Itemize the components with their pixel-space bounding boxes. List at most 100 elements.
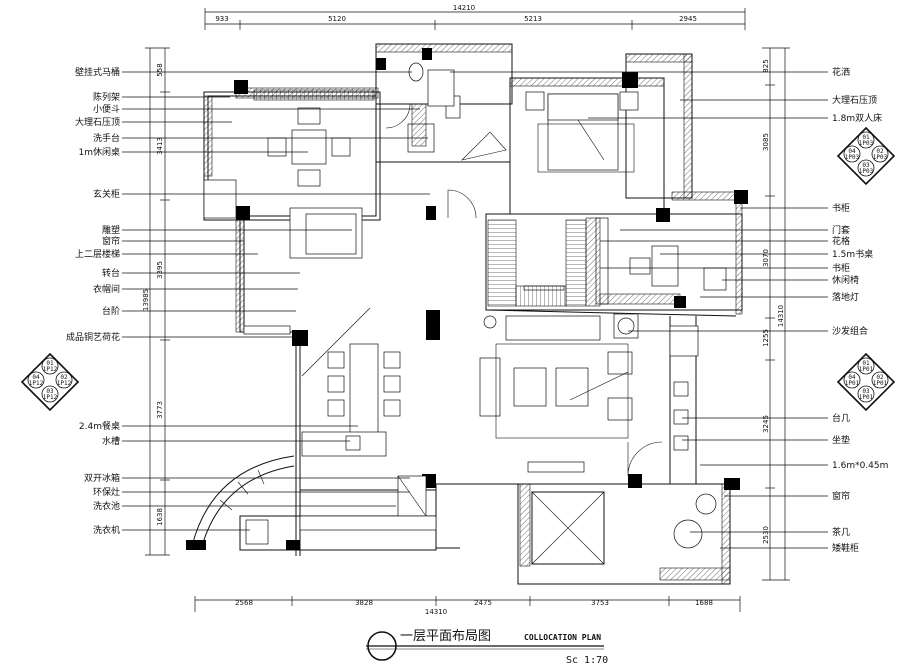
left-dimensions: 558 3413 3395 3773 1638 13985 [142,47,170,556]
dim-left-0: 558 [156,63,164,76]
left-label: 玄关柜 [93,188,120,200]
index-rt-02: 02 [876,148,884,155]
right-label: 窗帘 [832,490,850,502]
door-swings [301,103,663,477]
left-label: 上二层楼梯 [75,248,120,260]
index-rt-03: 03 [862,162,870,169]
left-label: 大理石压顶 [75,116,120,128]
plan-title-english: COLLOCATION PLAN [524,633,601,642]
left-label: 壁挂式马桶 [75,66,120,78]
index-rb-01: 01 [862,360,870,367]
right-dimensions: 825 3085 3070 1255 3245 2530 14310 [762,47,790,581]
index-rt-01: 01 [862,134,870,141]
right-label: 花格 [832,235,850,247]
index-rb-tb: 1P01 [859,394,874,401]
dim-top-0: 933 [215,15,228,23]
index-left-c: 1P12 [43,366,58,373]
dim-left-3: 3773 [156,401,164,419]
left-label: 洗衣池 [93,500,120,512]
top-dimensions: 14210 933 5120 5213 2945 [204,4,746,30]
left-label: 成品铜艺荷花 [66,331,120,343]
index-left-tr: 1P12 [57,380,72,387]
index-symbol-right-top: 01 1P03 04 1P03 02 1P03 03 1P03 [836,126,896,186]
index-rb-tl: 1P01 [845,380,860,387]
title-block: 一层平面布局图 COLLOCATION PLAN Sc 1:70 [366,629,608,666]
left-callouts: 壁挂式马桶陈列架小便斗大理石压顶洗手台1m休闲桌玄关柜雕塑窗帘上二层楼梯转台衣帽… [66,66,430,536]
dim-top-total: 14210 [453,4,475,12]
right-label: 坐垫 [832,434,850,446]
left-label: 双开冰箱 [84,472,120,484]
left-label: 1m休闲桌 [79,146,121,158]
right-label: 台几 [832,412,850,424]
index-rt-tl: 1P03 [845,154,860,161]
index-left-04: 04 [32,374,40,381]
left-label: 雕塑 [102,224,120,236]
right-callouts: 花洒大理石压顶1.8m双人床书柜门套花格1.5m书桌书柜休闲椅落地灯沙发组合台几… [450,66,888,554]
index-rb-02: 02 [876,374,884,381]
index-left-03: 03 [46,388,54,395]
left-label: 洗衣机 [93,524,120,536]
right-label: 书柜 [832,262,850,274]
right-label: 1.5m书桌 [832,248,873,260]
left-label: 小便斗 [93,103,120,115]
plan-scale: Sc 1:70 [566,655,608,666]
right-label: 1.6m*0.45m [832,461,888,471]
right-label: 1.8m双人床 [832,112,882,124]
right-label: 沙发组合 [832,325,868,337]
index-rt-c: 1P03 [859,140,874,147]
dim-top-3: 2945 [679,15,697,23]
left-label: 转台 [102,267,120,279]
dim-left-2: 3395 [156,261,164,279]
dim-top-2: 5213 [524,15,542,23]
right-label: 矮鞋柜 [832,542,859,554]
left-label: 洗手台 [93,132,120,144]
index-symbol-left: 01 1P12 04 1P12 02 1P12 03 1P12 [20,352,80,412]
right-label: 落地灯 [832,291,859,303]
dim-bottom-total: 14310 [425,608,447,616]
bottom-dimensions: 2568 3828 2475 3753 1688 14310 [194,596,741,616]
index-rb-tr: 1P01 [873,380,888,387]
index-rb-04: 04 [848,374,856,381]
dim-top-1: 5120 [328,15,346,23]
left-label: 台阶 [102,305,120,317]
dim-right-3: 1255 [762,329,770,347]
dim-left-total: 13985 [142,289,150,311]
dim-right-0: 825 [762,59,770,72]
right-label: 茶几 [832,526,850,538]
dim-bottom-4: 1688 [695,599,713,607]
plan-title: 一层平面布局图 [400,629,491,644]
index-rt-tr: 1P03 [873,154,888,161]
dim-bottom-1: 3828 [355,599,373,607]
walls [191,43,743,585]
index-rb-c: 1P01 [859,366,874,373]
dim-left-1: 3413 [156,137,164,155]
left-label: 环保灶 [93,486,120,498]
index-rt-04: 04 [848,148,856,155]
structural-columns [186,48,748,550]
dim-right-4: 3245 [762,415,770,433]
right-label: 门套 [832,224,850,236]
right-label: 休闲椅 [832,274,859,286]
left-label: 水槽 [102,435,120,447]
index-left-02: 02 [60,374,68,381]
right-label: 大理石压顶 [832,94,877,106]
left-label: 窗帘 [102,235,120,247]
index-symbol-right-bottom: 01 1P01 04 1P01 02 1P01 03 1P01 [836,352,896,412]
left-label: 衣帽间 [93,283,120,295]
dim-bottom-0: 2568 [235,599,253,607]
dim-right-2: 3070 [762,249,770,267]
right-label: 花洒 [832,66,850,78]
dim-right-1: 3085 [762,133,770,151]
dim-right-5: 2530 [762,526,770,544]
index-left-01: 01 [46,360,54,367]
right-label: 书柜 [832,202,850,214]
index-left-tl: 1P12 [29,380,44,387]
furniture [203,62,727,549]
dim-bottom-3: 3753 [591,599,609,607]
dim-right-total: 14310 [777,305,785,327]
index-rt-tb: 1P03 [859,168,874,175]
index-left-tb: 1P12 [43,394,58,401]
dim-left-4: 1638 [156,508,164,526]
left-label: 2.4m餐桌 [79,420,120,432]
